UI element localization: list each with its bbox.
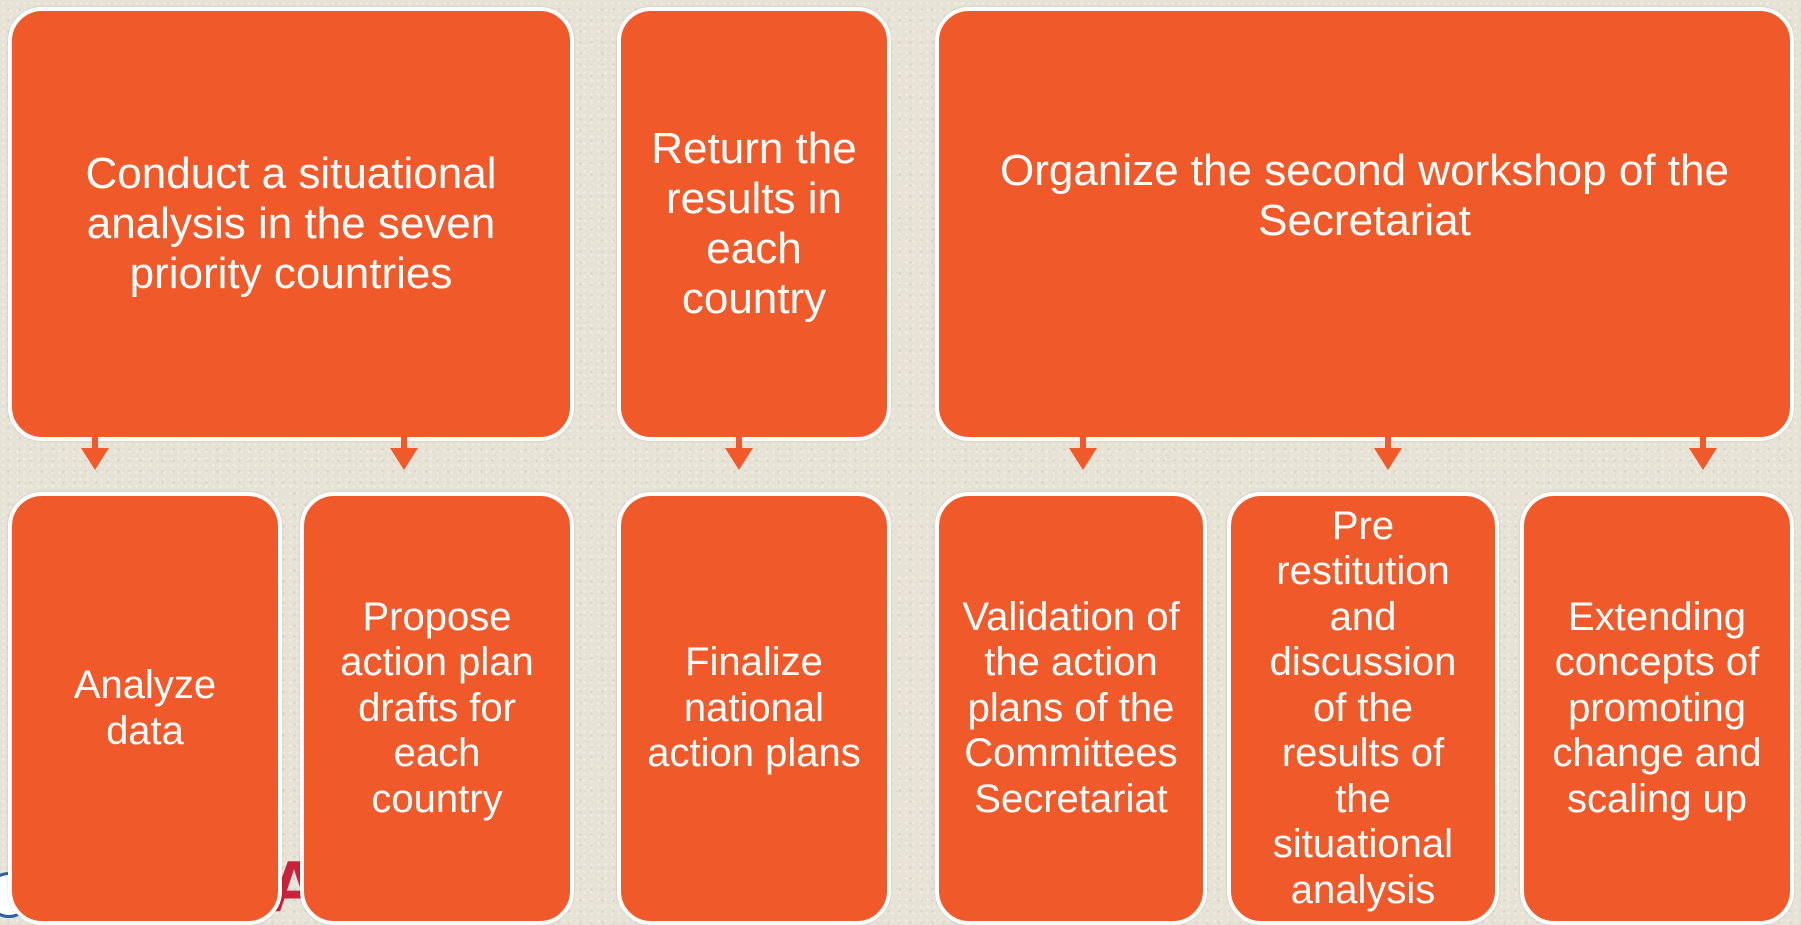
step-label: Extending concepts of promoting change a…: [1552, 594, 1762, 821]
step-box-propose-action-plan: Propose action plan drafts for each coun…: [300, 492, 574, 925]
step-label: Analyze data: [73, 663, 217, 753]
step-box-extending-concepts: Extending concepts of promoting change a…: [1520, 492, 1794, 925]
down-arrow-icon: [1069, 412, 1097, 470]
step-box-finalize-plans: Finalize national action plans: [617, 492, 891, 925]
down-arrow-icon: [81, 412, 109, 470]
down-arrow-icon: [390, 412, 418, 470]
step-box-situational-analysis: Conduct a situational analysis in the se…: [8, 7, 574, 441]
step-box-pre-restitution: Pre restitution and discussion of the re…: [1227, 492, 1499, 925]
step-label: Finalize national action plans: [647, 640, 861, 776]
step-label: Conduct a situational analysis in the se…: [85, 149, 497, 298]
step-box-second-workshop: Organize the second workshop of the Secr…: [935, 7, 1794, 441]
step-label: Pre restitution and discussion of the re…: [1269, 503, 1457, 912]
step-box-return-results: Return the results in each country: [617, 7, 891, 441]
down-arrow-icon: [725, 412, 753, 470]
step-label: Propose action plan drafts for each coun…: [340, 594, 534, 821]
down-arrow-icon: [1374, 412, 1402, 470]
step-label: Organize the second workshop of the Secr…: [1000, 146, 1729, 245]
step-box-validation: Validation of the action plans of the Co…: [935, 492, 1207, 925]
step-box-analyze-data: Analyze data: [8, 492, 282, 925]
down-arrow-icon: [1689, 412, 1717, 470]
step-label: Return the results in each country: [651, 124, 857, 323]
step-label: Validation of the action plans of the Co…: [962, 594, 1180, 821]
